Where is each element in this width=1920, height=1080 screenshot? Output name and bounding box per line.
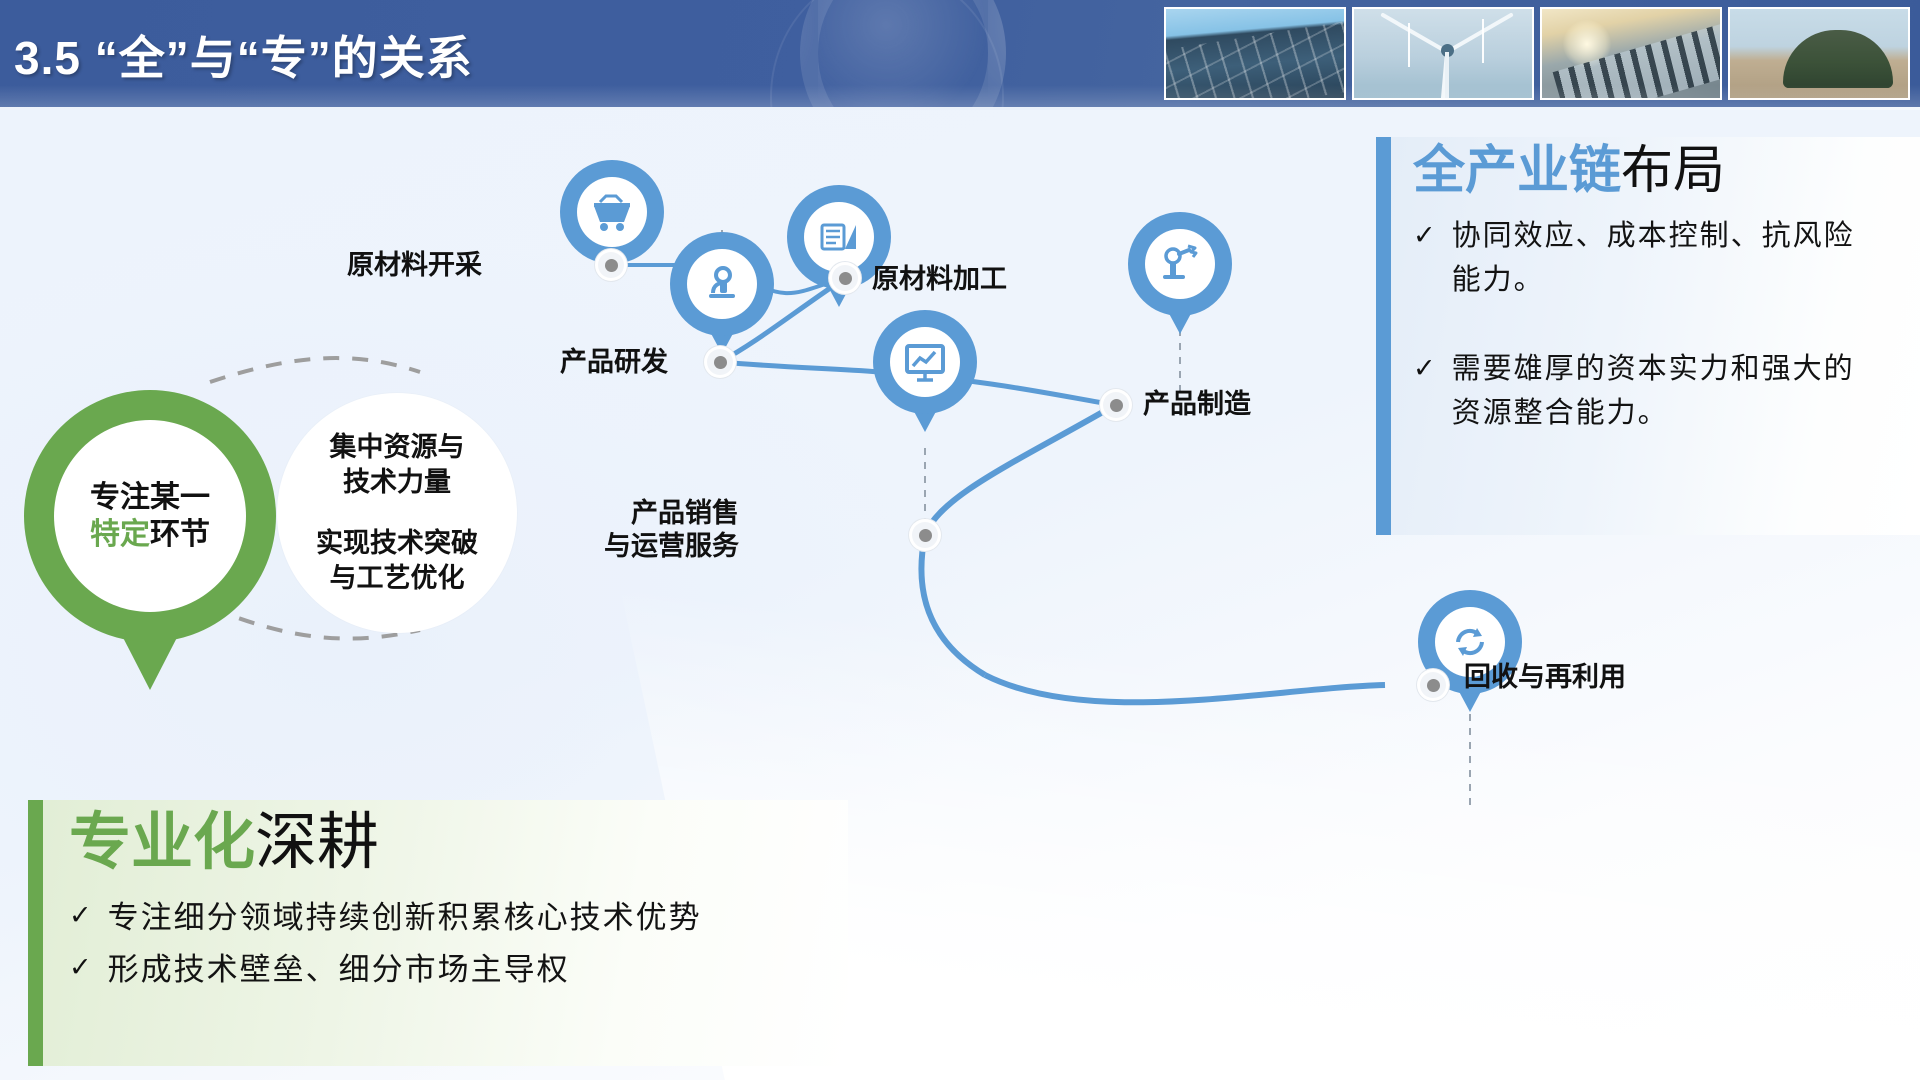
wind-turbine-photo — [1352, 7, 1534, 100]
specialization-bullet-2-text: 形成技术壁垒、细分市场主导权 — [107, 952, 570, 988]
recycle-pin-stem — [1469, 700, 1471, 805]
check-icon: ✓ — [69, 952, 94, 983]
specialization-bullet-1-text: 专注细分领域持续创新积累核心技术优势 — [107, 899, 702, 935]
check-icon: ✓ — [1413, 353, 1438, 384]
slide-header: 3.5 “全”与“专”的关系 — [0, 0, 1920, 107]
focus-pin[interactable]: 专注某一 特定环节 — [24, 390, 276, 690]
specialization-title-rest: 深耕 — [255, 808, 380, 877]
focus-pin-line2: 特定环节 — [90, 516, 210, 554]
presentation-chart-icon — [890, 327, 960, 397]
specialization-title-highlight: 专业化 — [69, 808, 256, 877]
robot-arm-icon — [1145, 229, 1215, 299]
full-chain-panel-accent-bar — [1376, 137, 1391, 535]
full-chain-title-highlight: 全产业链 — [1413, 142, 1622, 200]
crusher-icon — [804, 202, 874, 272]
check-icon: ✓ — [1413, 220, 1438, 251]
full-chain-title-rest: 布局 — [1621, 142, 1726, 200]
mining-cart-icon — [577, 177, 647, 247]
recycle-icon — [1435, 607, 1505, 677]
microscope-icon — [687, 249, 757, 319]
node-label-raw-material-mining: 原材料开采 — [347, 250, 482, 280]
biogas-tank-photo — [1728, 7, 1910, 100]
focus-pin-rest: 环节 — [150, 518, 210, 551]
full-chain-bullet-2-text: 需要雄厚的资本实力和强大的资源整合能力。 — [1451, 353, 1855, 429]
full-chain-panel: 全产业链布局 ✓ 协同效应、成本控制、抗风险能力。 ✓ 需要雄厚的资本实力和强大… — [1376, 137, 1920, 535]
node-dot-product-sales[interactable] — [912, 522, 938, 548]
focus-pin-text: 专注某一 特定环节 — [54, 420, 246, 612]
node-dot-raw-material-mining[interactable] — [598, 252, 624, 278]
solar-trough-photo — [1540, 7, 1722, 100]
node-label-recycling-reuse: 回收与再利用 — [1464, 662, 1626, 692]
specialization-panel: 专业化深耕 ✓ 专注细分领域持续创新积累核心技术优势 ✓ 形成技术壁垒、细分市场… — [28, 800, 848, 1066]
node-label-product-sales-line1: 产品销售 — [631, 498, 739, 528]
header-ring-inner — [800, 0, 1006, 107]
node-label-product-sales-line2: 与运营服务 — [604, 530, 739, 561]
full-chain-bullet-2: ✓ 需要雄厚的资本实力和强大的资源整合能力。 — [1413, 348, 1920, 435]
pin-product-sales[interactable] — [873, 310, 977, 432]
node-dot-raw-material-processing[interactable] — [832, 265, 858, 291]
node-label-product-rnd: 产品研发 — [560, 347, 668, 377]
full-chain-bullet-1: ✓ 协同效应、成本控制、抗风险能力。 — [1413, 215, 1920, 302]
page-title: 3.5 “全”与“专”的关系 — [14, 32, 473, 84]
pin-product-rnd[interactable] — [670, 232, 774, 354]
solar-farm-photo — [1164, 7, 1346, 100]
check-icon: ✓ — [69, 899, 94, 930]
specialization-panel-accent-bar — [28, 800, 43, 1066]
focus-bubble-line1: 集中资源与 — [329, 431, 465, 462]
full-chain-bullet-1-text: 协同效应、成本控制、抗风险能力。 — [1451, 220, 1855, 296]
node-label-raw-material-processing: 原材料加工 — [872, 264, 1007, 294]
specialization-panel-title: 专业化深耕 — [69, 808, 848, 877]
node-dot-product-manufacturing[interactable] — [1103, 392, 1129, 418]
focus-pin-line1: 专注某一 — [90, 480, 210, 514]
focus-detail-bubble: 集中资源与 技术力量 实现技术突破 与工艺优化 — [277, 393, 517, 633]
specialization-bullet-2: ✓ 形成技术壁垒、细分市场主导权 — [69, 947, 848, 994]
pin-product-manufacturing[interactable] — [1128, 212, 1232, 334]
focus-bubble-line2: 技术力量 — [343, 466, 451, 497]
header-photo-strip — [1164, 7, 1910, 100]
focus-bubble-line3: 实现技术突破 — [316, 528, 478, 558]
full-chain-panel-title: 全产业链布局 — [1413, 143, 1920, 199]
focus-pin-highlight: 特定 — [90, 518, 150, 551]
focus-bubble-line4: 与工艺优化 — [329, 563, 465, 594]
node-label-product-sales: 产品销售 与运营服务 — [604, 497, 739, 563]
pin-raw-material-mining[interactable] — [560, 160, 664, 282]
node-label-product-manufacturing: 产品制造 — [1143, 389, 1251, 419]
node-dot-product-rnd[interactable] — [707, 349, 733, 375]
header-bottom-sheen — [0, 85, 1920, 107]
node-dot-recycling-reuse-visible[interactable] — [1420, 672, 1446, 698]
specialization-bullet-1: ✓ 专注细分领域持续创新积累核心技术优势 — [69, 895, 848, 942]
